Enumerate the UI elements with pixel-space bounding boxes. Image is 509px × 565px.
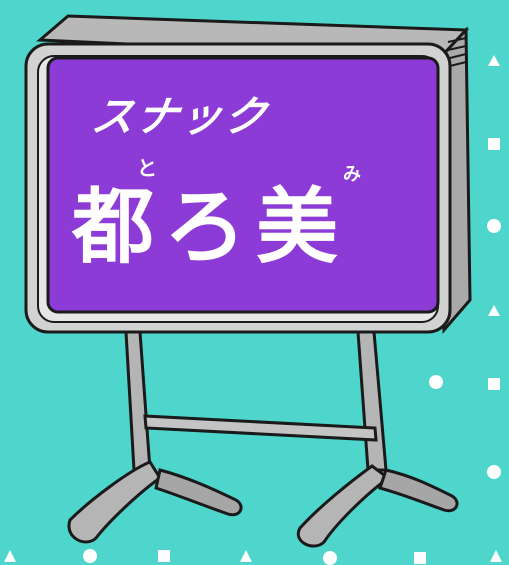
decor-triangle: [490, 550, 502, 562]
decor-shapes: [4, 55, 502, 565]
decor-square: [488, 378, 500, 390]
decor-circle: [487, 219, 501, 233]
decor-circle: [323, 551, 337, 565]
decor-square: [158, 550, 170, 562]
right-foot-front: [296, 464, 391, 548]
decor-triangle: [4, 550, 16, 562]
right-foot-back: [378, 468, 459, 513]
left-foot-back: [154, 468, 243, 517]
vent-lines: [447, 37, 467, 67]
decor-circle: [487, 465, 501, 479]
sign-face: [46, 56, 440, 314]
decor-square: [414, 552, 426, 564]
left-foot-front: [67, 460, 163, 544]
decor-circle: [429, 375, 443, 389]
decor-triangle: [488, 55, 500, 66]
cross-bar: [143, 414, 378, 442]
decor-triangle: [240, 550, 252, 562]
sign-main-name: 都ろ美: [72, 179, 349, 275]
sign-ruby-to: と: [137, 156, 157, 180]
sign-ruby-mi: み: [343, 164, 361, 185]
decor-square: [488, 138, 500, 150]
sign-top-line: スナック: [88, 92, 272, 141]
decor-circle: [83, 549, 97, 563]
decor-triangle: [488, 305, 500, 316]
